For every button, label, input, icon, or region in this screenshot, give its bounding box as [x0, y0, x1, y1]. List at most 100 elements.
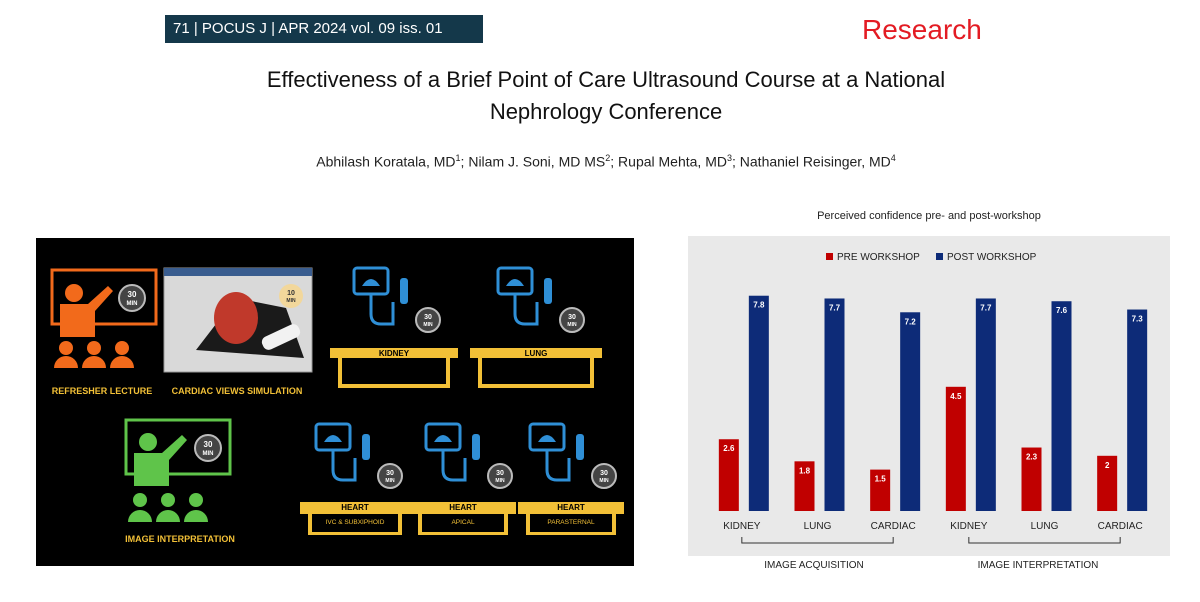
article-title: Effectiveness of a Brief Point of Care U…	[150, 64, 1062, 128]
exam-table-icon	[518, 502, 624, 535]
x-tick-label: CARDIAC	[871, 521, 916, 532]
author-affiliation-number: 2	[605, 153, 611, 163]
title-line-2: Nephrology Conference	[489, 99, 723, 124]
ultrasound-monitor-icon	[528, 422, 566, 452]
svg-text:MIN: MIN	[127, 301, 138, 307]
svg-text:30: 30	[386, 470, 394, 477]
station-subtitle: PARASTERNAL	[547, 519, 595, 526]
legend-label: POST WORKSHOP	[947, 252, 1037, 263]
station-title: HEART	[449, 503, 477, 512]
bar-value-label: 2.6	[723, 444, 735, 453]
bar-value-label: 2.3	[1026, 453, 1038, 462]
svg-text:MIN: MIN	[423, 322, 433, 328]
author-name: Nilam J. Soni, MD MS	[468, 153, 606, 170]
probe-icon	[369, 278, 408, 326]
group-label-interpretation: IMAGE INTERPRETATION	[977, 560, 1099, 571]
author-name: Abhilash Koratala, MD	[316, 153, 456, 170]
bar-pre	[870, 469, 891, 511]
chart-legend: PRE WORKSHOP POST WORKSHOP	[826, 252, 1037, 263]
svg-text:30: 30	[496, 470, 504, 477]
title-line-1: Effectiveness of a Brief Point of Care U…	[266, 67, 946, 92]
svg-text:MIN: MIN	[599, 478, 609, 484]
bar-value-label: 7.7	[980, 303, 992, 312]
group-bracket	[741, 537, 894, 544]
bar-value-label: 2	[1105, 461, 1110, 470]
ultrasound-monitor-icon	[496, 266, 534, 296]
exam-table-icon	[470, 348, 602, 388]
probe-icon	[513, 278, 552, 326]
bar-pre	[1097, 455, 1118, 511]
svg-text:30: 30	[128, 290, 137, 299]
station-title: KIDNEY	[379, 349, 410, 358]
x-tick-label: KIDNEY	[723, 521, 761, 532]
simulation-label: CARDIAC VIEWS SIMULATION	[172, 386, 303, 396]
bar-post	[900, 312, 921, 511]
chart-canvas: CONFIDENCE SCALE OF 0-10PRE WORKSHOPPOST…	[718, 252, 1148, 544]
probe-icon	[545, 434, 584, 482]
bar-value-label: 7.6	[1056, 306, 1068, 315]
author-list: Abhilash Koratala, MD1; Nilam J. Soni, M…	[316, 153, 896, 170]
workshop-layout-figure: 30 MIN REFRESHER LECTURE 10 MIN CARDIAC …	[36, 238, 634, 566]
group-label-acquisition: IMAGE ACQUISITION	[764, 560, 864, 571]
bar-value-label: 4.5	[950, 392, 962, 401]
legend-swatch	[936, 253, 943, 260]
bar-post	[748, 295, 769, 511]
chart-title: Perceived confidence pre- and post-works…	[817, 210, 1041, 222]
bar-post	[975, 298, 996, 511]
refresher-lecture-icon	[50, 268, 158, 368]
probe-icon	[331, 434, 370, 482]
bar-pre	[1021, 447, 1042, 511]
station-title: LUNG	[525, 349, 548, 358]
author-affiliation-number: 1	[455, 153, 461, 163]
refresher-label: REFRESHER LECTURE	[52, 386, 153, 396]
bar-pre	[718, 439, 739, 511]
svg-text:10: 10	[287, 290, 295, 297]
svg-text:MIN: MIN	[203, 451, 214, 457]
svg-text:30: 30	[424, 314, 432, 321]
x-tick-label: KIDNEY	[950, 521, 988, 532]
bar-value-label: 7.2	[905, 317, 917, 326]
bar-pre	[794, 461, 815, 511]
bar-post	[1051, 301, 1072, 511]
image-interpretation-icon	[124, 418, 232, 522]
author-affiliation-number: 3	[726, 153, 732, 163]
x-tick-label: LUNG	[804, 521, 832, 532]
x-tick-label: LUNG	[1031, 521, 1059, 532]
ultrasound-monitor-icon	[314, 422, 352, 452]
bar-post	[824, 298, 845, 511]
exam-table-icon	[330, 348, 458, 388]
svg-text:30: 30	[568, 314, 576, 321]
station-subtitle: IVC & SUBXIPHOID	[326, 519, 385, 526]
x-tick-label: CARDIAC	[1098, 521, 1143, 532]
legend-label: PRE WORKSHOP	[837, 252, 920, 263]
bar-value-label: 7.7	[829, 303, 841, 312]
svg-text:MIN: MIN	[385, 478, 395, 484]
bar-value-label: 7.8	[753, 301, 765, 310]
station-subtitle: APICAL	[451, 519, 475, 526]
bar-pre	[945, 386, 966, 511]
bar-value-label: 1.8	[799, 466, 811, 475]
exam-table-icon	[410, 502, 516, 535]
bar-post	[1127, 309, 1148, 511]
legend-swatch	[826, 253, 833, 260]
exam-table-icon	[300, 502, 410, 535]
ultrasound-monitor-icon	[424, 422, 462, 452]
confidence-chart: CONFIDENCE SCALE OF 0-10PRE WORKSHOPPOST…	[688, 236, 1170, 556]
svg-text:MIN: MIN	[286, 298, 296, 304]
journal-issue-banner: 71 | POCUS J | APR 2024 vol. 09 iss. 01	[165, 15, 483, 43]
cardiac-simulation-screen: 10 MIN	[163, 267, 313, 373]
author-name: Rupal Mehta, MD	[618, 153, 727, 170]
svg-text:MIN: MIN	[567, 322, 577, 328]
refresher-timer-icon: 30 MIN	[118, 284, 146, 312]
station-title: HEART	[341, 503, 369, 512]
station-title: HEART	[557, 503, 585, 512]
workshop-diagram: 30 MIN REFRESHER LECTURE 10 MIN CARDIAC …	[50, 266, 624, 544]
